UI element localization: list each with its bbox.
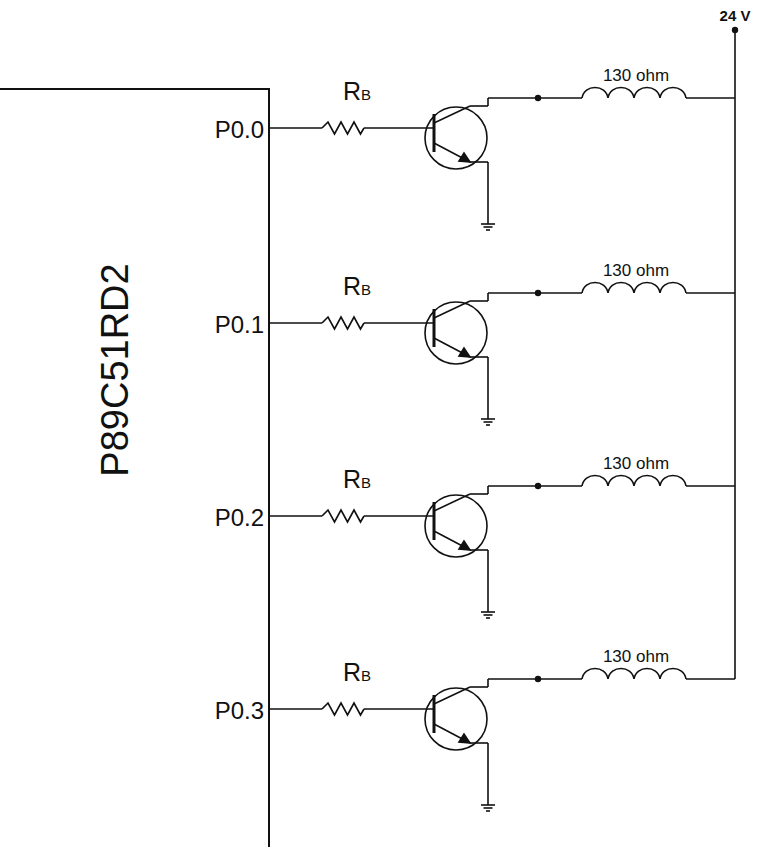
- wire: [470, 742, 488, 744]
- resistor-label: RB: [343, 274, 371, 299]
- wire: [470, 161, 488, 163]
- transistor-base: [433, 695, 436, 733]
- pin-name: P0.2: [215, 506, 264, 530]
- transistor-symbol: [425, 107, 487, 169]
- resistor-label: RB: [343, 467, 371, 492]
- coil-label: 130 ohm: [603, 262, 669, 279]
- transistor-collector: [434, 687, 470, 704]
- coil-symbol: [582, 283, 686, 294]
- transistor-emitter: [434, 338, 470, 357]
- pin-name: P0.1: [215, 313, 264, 337]
- wire: [686, 485, 735, 487]
- chip-name: P89C51RD2: [96, 263, 134, 476]
- wire: [470, 105, 488, 107]
- transistor-symbol: [425, 302, 487, 364]
- ground-symbol: [484, 421, 493, 423]
- ground-symbol: [484, 614, 493, 616]
- wire: [686, 678, 735, 680]
- pin-name: P0.0: [215, 118, 264, 142]
- junction-dot: [535, 676, 541, 682]
- wire: [270, 708, 322, 710]
- emitter-arrow: [459, 348, 470, 357]
- wire: [470, 356, 488, 358]
- ground-symbol: [486, 424, 490, 426]
- wire: [487, 679, 489, 687]
- wire: [364, 127, 434, 129]
- wire: [487, 486, 489, 494]
- emitter-arrow: [459, 734, 470, 743]
- ground-symbol: [484, 226, 493, 228]
- ground-symbol: [481, 804, 495, 806]
- resistor-symbol: [322, 703, 364, 715]
- resistor-symbol: [322, 122, 364, 134]
- transistor-base: [433, 309, 436, 347]
- coil-symbol: [582, 669, 686, 680]
- resistor-symbol: [322, 510, 364, 522]
- ground-symbol: [486, 810, 490, 812]
- transistor-emitter: [434, 724, 470, 743]
- resistor-symbol: [322, 317, 364, 329]
- transistor-collector: [434, 494, 470, 511]
- resistor-label: RB: [343, 660, 371, 685]
- coil-symbol: [582, 88, 686, 99]
- supply-bus: [734, 30, 736, 679]
- wire: [470, 300, 488, 302]
- wire: [487, 98, 489, 106]
- ground-symbol: [486, 617, 490, 619]
- transistor-collector: [434, 301, 470, 318]
- transistor-symbol: [425, 688, 487, 750]
- transistor-base: [433, 502, 436, 540]
- ground-symbol: [486, 229, 490, 231]
- wire: [270, 515, 322, 517]
- wire: [364, 322, 434, 324]
- emitter-arrow: [459, 153, 470, 162]
- transistor-emitter: [434, 531, 470, 550]
- transistor-base: [433, 114, 436, 152]
- junction-dot: [535, 95, 541, 101]
- wire: [487, 550, 489, 612]
- wire: [487, 357, 489, 419]
- ground-symbol: [481, 418, 495, 420]
- wire: [270, 322, 322, 324]
- ground-symbol: [484, 807, 493, 809]
- coil-label: 130 ohm: [603, 455, 669, 472]
- junction-dot: [535, 290, 541, 296]
- supply-label: 24 V: [720, 8, 751, 23]
- microcontroller-box: P89C51RD2: [0, 88, 270, 847]
- wire: [270, 127, 322, 129]
- coil-label: 130 ohm: [603, 648, 669, 665]
- wire: [487, 162, 489, 224]
- wire: [470, 549, 488, 551]
- coil-label: 130 ohm: [603, 67, 669, 84]
- wire: [470, 686, 488, 688]
- ground-symbol: [481, 611, 495, 613]
- wire: [470, 493, 488, 495]
- transistor-symbol: [425, 495, 487, 557]
- ground-symbol: [481, 223, 495, 225]
- emitter-arrow: [459, 541, 470, 550]
- wire: [487, 743, 489, 805]
- wire: [364, 515, 434, 517]
- transistor-collector: [434, 106, 470, 123]
- coil-symbol: [582, 476, 686, 487]
- transistor-emitter: [434, 143, 470, 162]
- pin-name: P0.3: [215, 699, 264, 723]
- junction-dot: [535, 483, 541, 489]
- wire: [364, 708, 434, 710]
- wire: [686, 292, 735, 294]
- resistor-label: RB: [343, 79, 371, 104]
- wire: [686, 97, 735, 99]
- wire: [487, 293, 489, 301]
